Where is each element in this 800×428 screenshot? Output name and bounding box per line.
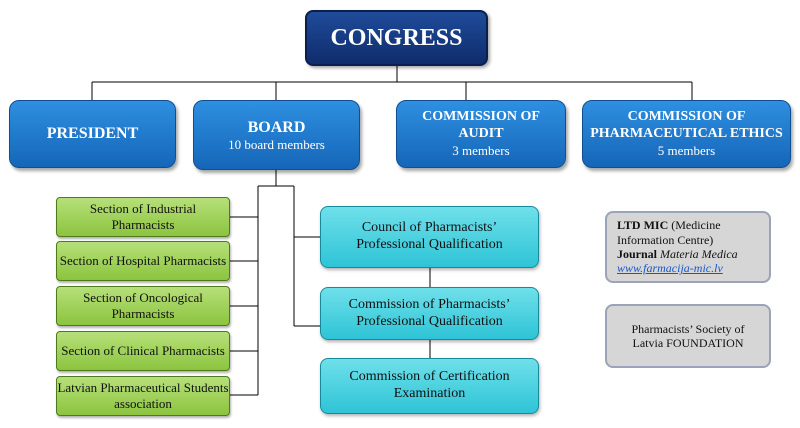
section-label: Section of Clinical Pharmacists bbox=[61, 343, 225, 359]
ltd-mic-link[interactable]: www.farmacija-mic.lv bbox=[617, 261, 723, 276]
council-box-qualification: Council of Pharmacists’ Professional Qua… bbox=[320, 206, 539, 268]
commission-box-qualification: Commission of Pharmacists’ Professional … bbox=[320, 287, 539, 340]
audit-commission-box: COMMISSION OF AUDIT 3 members bbox=[396, 100, 566, 168]
board-members: 10 board members bbox=[228, 136, 325, 152]
ethics-commission-box: COMMISSION OF PHARMACEUTICAL ETHICS 5 me… bbox=[582, 100, 791, 168]
president-box: PRESIDENT bbox=[9, 100, 176, 168]
audit-commission-title: COMMISSION OF AUDIT bbox=[422, 109, 540, 142]
council-label: Council of Pharmacists’ Professional Qua… bbox=[356, 220, 503, 252]
ltd-mic-box: LTD MIC (Medicine Information Centre) Jo… bbox=[605, 211, 771, 283]
section-label: Section of Industrial Pharmacists bbox=[89, 201, 197, 232]
section-label: Section of Hospital Pharmacists bbox=[59, 253, 227, 269]
council-label: Commission of Pharmacists’ Professional … bbox=[348, 296, 511, 329]
ethics-commission-title: COMMISSION OF PHARMACEUTICAL ETHICS bbox=[590, 109, 783, 142]
foundation-label: Pharmacists’ Society of Latvia FOUNDATIO… bbox=[631, 321, 745, 350]
president-title: PRESIDENT bbox=[46, 125, 139, 143]
section-box-hospital: Section of Hospital Pharmacists bbox=[56, 241, 230, 281]
section-label: Latvian Pharmaceutical Students associat… bbox=[57, 380, 229, 411]
ltd-mic-journal: Journal Materia Medica bbox=[617, 247, 738, 261]
section-box-industrial: Section of Industrial Pharmacists bbox=[56, 197, 230, 237]
congress-box: CONGRESS bbox=[305, 10, 488, 66]
ethics-commission-members: 5 members bbox=[657, 143, 716, 158]
section-box-students: Latvian Pharmaceutical Students associat… bbox=[56, 376, 230, 416]
congress-label: CONGRESS bbox=[330, 24, 463, 51]
section-box-oncological: Section of Oncological Pharmacists bbox=[56, 286, 230, 326]
foundation-box: Pharmacists’ Society of Latvia FOUNDATIO… bbox=[605, 304, 771, 368]
section-label: Section of Oncological Pharmacists bbox=[83, 290, 203, 321]
audit-commission-members: 3 members bbox=[452, 143, 510, 158]
council-label: Commission of Certification Examination bbox=[349, 369, 510, 401]
commission-box-certification: Commission of Certification Examination bbox=[320, 358, 539, 414]
section-box-clinical: Section of Clinical Pharmacists bbox=[56, 331, 230, 371]
board-title: BOARD bbox=[247, 118, 306, 136]
ltd-mic-name: LTD MIC (Medicine Information Centre) bbox=[617, 218, 721, 247]
board-box: BOARD 10 board members bbox=[193, 100, 360, 170]
